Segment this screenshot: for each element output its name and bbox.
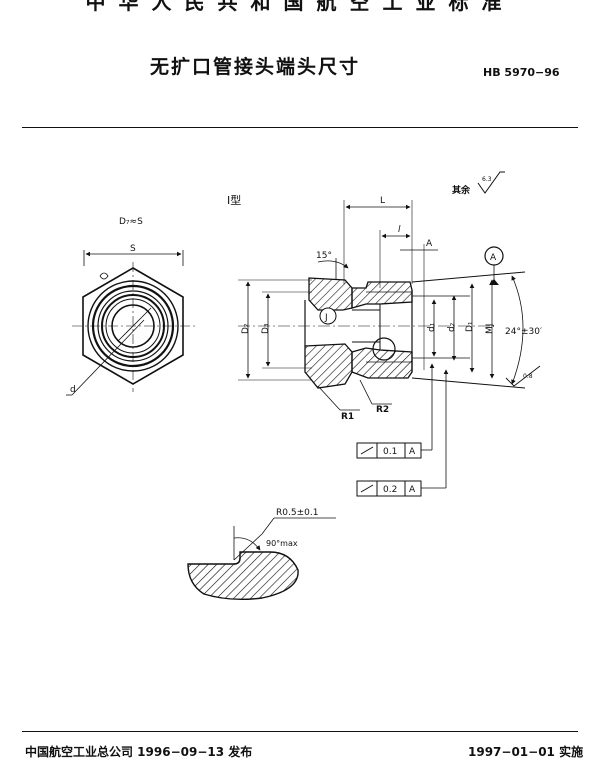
footer-rule (22, 731, 578, 732)
standard-code: HB 5970−96 (483, 66, 560, 79)
label-a-dim: A (426, 239, 433, 249)
label-d3: D₃ (261, 323, 271, 334)
label-j: J (324, 313, 328, 323)
label-r2: R2 (376, 405, 389, 415)
label-r1: R1 (341, 412, 354, 422)
label-d2-small: d₂ (447, 322, 457, 332)
label-24deg: 24°±30′ (505, 327, 542, 337)
label-l-upper: L (380, 196, 385, 206)
tol1-value: 0.1 (383, 447, 397, 457)
detail-angle-label: 90°max (266, 539, 298, 548)
tolerance-frame-1: 0.1 A (356, 363, 435, 459)
roughness-other: 其余 6.3 (452, 171, 505, 196)
header-rule (22, 127, 578, 128)
detail-radius-label: R0.5±0.1 (276, 508, 318, 518)
label-d2-left: D₂ (241, 323, 251, 334)
label-15deg: 15° (316, 251, 332, 261)
diameter-dimensions-right: d₁ d₂ D₁ MJ (427, 279, 495, 379)
hex-end-view: D₇≈S S d (66, 217, 196, 396)
label-d1-big: D₁ (465, 321, 475, 332)
document-title: 无扩口管接头端头尺寸 (150, 56, 361, 78)
label-d1-small: d₁ (427, 322, 437, 332)
diameter-dimensions-left: D₂ D₃ (238, 279, 312, 381)
datum-a: A (484, 246, 504, 285)
section-view (238, 271, 526, 389)
standard-name: 中华人民共和国航空工业标准 (85, 0, 515, 14)
label-l-lower: l (398, 225, 401, 235)
label-mj: MJ (485, 324, 495, 334)
length-dimensions: L l A (343, 196, 438, 288)
cone-angle: 24°±30′ (505, 275, 542, 385)
detail-j-callout: J (319, 307, 337, 325)
publisher-info: 中国航空工业总公司 1996−09−13 发布 (25, 745, 253, 759)
label-d: d (70, 385, 76, 395)
tol1-datum: A (409, 447, 416, 457)
radius-leaders: R1 R2 (317, 379, 392, 422)
angle-15: 15° (316, 251, 349, 280)
datum-a-letter: A (490, 253, 497, 263)
roughness-prefix: 其余 (452, 184, 471, 196)
roughness-cone: 0.8 (505, 365, 541, 387)
label-s: S (130, 244, 136, 254)
tol2-datum: A (409, 485, 416, 495)
roughness-cone-value: 0.8 (523, 373, 533, 380)
tolerance-frame-2: 0.2 A (356, 369, 449, 497)
implementation-date: 1997−01−01 实施 (468, 745, 584, 759)
roughness-value: 6.3 (482, 176, 492, 183)
across-flats-note: D₇≈S (119, 217, 143, 227)
detail-view: R0.5±0.1 90°max (187, 508, 336, 601)
type-label: Ⅰ型 (227, 193, 241, 207)
tol2-value: 0.2 (383, 485, 397, 495)
